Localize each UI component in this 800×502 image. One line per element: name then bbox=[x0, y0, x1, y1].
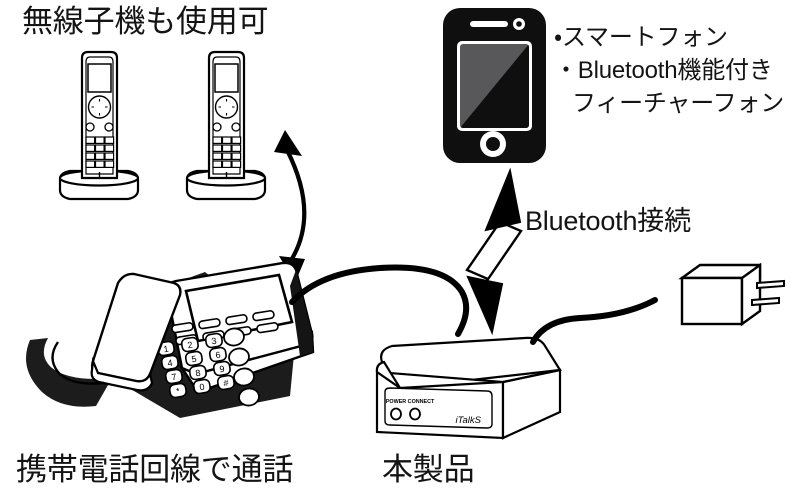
bluetooth-link-arrow bbox=[465, 167, 523, 336]
svg-text:9: 9 bbox=[219, 364, 226, 375]
svg-text:6: 6 bbox=[215, 350, 222, 361]
supported-phone-type-feature-phone: フィーチャーフォン bbox=[572, 90, 785, 117]
desk-phone: 1 2 3 4 5 bbox=[26, 261, 315, 418]
bluetooth-connection-label: Bluetooth接続 bbox=[525, 206, 691, 236]
svg-text:CONNECT: CONNECT bbox=[408, 399, 435, 405]
svg-text:0: 0 bbox=[199, 382, 206, 393]
svg-text:5: 5 bbox=[191, 354, 198, 365]
svg-text:#: # bbox=[223, 378, 230, 389]
svg-text:4: 4 bbox=[167, 358, 174, 369]
this-product-label: 本製品 bbox=[382, 452, 475, 487]
svg-text:3: 3 bbox=[211, 336, 218, 347]
handset-link-arrow bbox=[274, 130, 307, 283]
svg-text:iTalkS: iTalkS bbox=[455, 415, 481, 426]
svg-text:2: 2 bbox=[187, 340, 194, 351]
cordless-handset-2 bbox=[185, 50, 267, 201]
svg-text:7: 7 bbox=[171, 372, 178, 383]
supported-phone-types-list: ・スマートフォン ・Bluetooth機能付き フィーチャーフォン bbox=[554, 24, 784, 123]
page-title-wireless-handsets: 無線子機も使用可 bbox=[22, 4, 269, 39]
svg-text:8: 8 bbox=[195, 368, 202, 379]
cordless-handset-1 bbox=[58, 50, 140, 201]
supported-phone-type-bluetooth-feature: ・Bluetooth機能付き bbox=[554, 57, 773, 84]
mobile-line-call-label: 携帯電話回線で通話 bbox=[16, 452, 294, 487]
italks-device: POWER CONNECT iTalkS bbox=[375, 336, 562, 440]
ac-power-adapter bbox=[678, 262, 785, 327]
svg-text:*: * bbox=[175, 386, 181, 397]
phone-to-device-cable bbox=[289, 264, 470, 337]
device-to-adapter-cable bbox=[530, 297, 658, 345]
svg-text:POWER: POWER bbox=[386, 399, 406, 405]
smartphone bbox=[443, 8, 546, 163]
svg-text:1: 1 bbox=[163, 344, 170, 355]
supported-phone-type-smartphone: ・スマートフォン bbox=[554, 24, 728, 51]
